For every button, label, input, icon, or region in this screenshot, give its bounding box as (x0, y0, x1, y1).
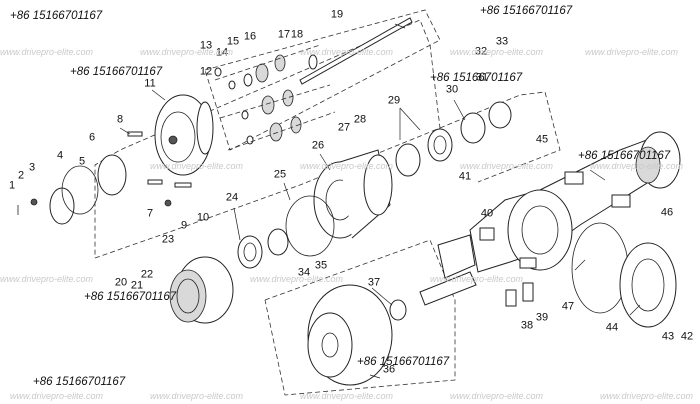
callout-22: 22 (140, 268, 154, 281)
watermark: www.drivepro-elite.com (150, 391, 244, 401)
callout-40: 40 (480, 207, 494, 220)
watermark: www.drivepro-elite.com (10, 391, 104, 401)
brake-drum (307, 284, 407, 386)
callout-7: 7 (146, 207, 154, 220)
callout-9: 9 (180, 219, 188, 232)
callout-1: 1 (8, 179, 16, 192)
callout-46: 46 (660, 206, 674, 219)
phone-overlay: +86 15166701167 (33, 376, 126, 388)
callout-16: 16 (243, 30, 257, 43)
watermark: www.drivepro-elite.com (450, 391, 544, 401)
callout-31: 31 (475, 71, 489, 84)
callout-14: 14 (215, 46, 229, 59)
callout-25: 25 (273, 168, 287, 181)
watermark: www.drivepro-elite.com (300, 391, 394, 401)
callout-23: 23 (161, 233, 175, 246)
callout-38: 38 (520, 319, 534, 332)
callout-34: 34 (297, 266, 311, 279)
callout-3: 3 (28, 161, 36, 174)
callout-4: 4 (56, 149, 64, 162)
watermark: www.drivepro-elite.com (460, 161, 554, 171)
callout-6: 6 (88, 131, 96, 144)
callout-13: 13 (199, 39, 213, 52)
watermark: www.drivepro-elite.com (0, 274, 94, 284)
phone-overlay: +86 15166701167 (480, 5, 573, 17)
callout-45: 45 (535, 133, 549, 146)
callout-12: 12 (199, 65, 213, 78)
callout-33: 33 (495, 35, 509, 48)
planetary-carrier-hub (154, 94, 214, 176)
callout-32: 32 (474, 45, 488, 58)
axle-housing (469, 134, 661, 273)
axle-shaft (299, 17, 413, 85)
phone-overlay: +86 15166701167 (578, 150, 671, 162)
leader-lines (119, 89, 641, 379)
callout-17: 17 (277, 28, 291, 41)
callout-41: 41 (458, 170, 472, 183)
watermark: www.drivepro-elite.com (250, 274, 344, 284)
right-hub-end (635, 131, 681, 189)
callout-5: 5 (78, 155, 86, 168)
watermark: www.drivepro-elite.com (600, 391, 694, 401)
callout-8: 8 (116, 113, 124, 126)
planet-gears (214, 44, 336, 151)
phone-overlay: +86 15166701167 (84, 291, 177, 303)
ring-gear (169, 256, 234, 324)
brake-drum-group-frame (264, 239, 456, 396)
callout-37: 37 (367, 276, 381, 289)
callout-21: 21 (130, 279, 144, 292)
watermark: www.drivepro-elite.com (430, 274, 524, 284)
callout-19: 19 (330, 8, 344, 21)
callout-43: 43 (661, 330, 675, 343)
small-hardware-left (17, 131, 192, 225)
callout-36: 36 (382, 363, 396, 376)
callout-10: 10 (196, 211, 210, 224)
watermark: www.drivepro-elite.com (590, 161, 684, 171)
wheel-hub (313, 149, 393, 239)
callout-28: 28 (353, 113, 367, 126)
callout-42: 42 (680, 330, 694, 343)
watermark: www.drivepro-elite.com (150, 161, 244, 171)
watermark: www.drivepro-elite.com (300, 161, 394, 171)
watermark: www.drivepro-elite.com (450, 47, 544, 57)
callout-29: 29 (387, 94, 401, 107)
phone-overlay: +86 15166701167 (70, 66, 163, 78)
callout-27: 27 (337, 121, 351, 134)
watermark: www.drivepro-elite.com (0, 47, 94, 57)
callout-15: 15 (226, 35, 240, 48)
phone-overlay: +86 15166701167 (10, 10, 103, 22)
callout-44: 44 (605, 321, 619, 334)
callout-47: 47 (561, 300, 575, 313)
watermark: www.drivepro-elite.com (300, 47, 394, 57)
callout-20: 20 (114, 276, 128, 289)
callout-26: 26 (311, 139, 325, 152)
callout-30: 30 (445, 83, 459, 96)
watermark: www.drivepro-elite.com (585, 47, 679, 57)
half-shaft-flange (419, 234, 534, 307)
differential-cover (571, 222, 677, 328)
callout-2: 2 (17, 169, 25, 182)
phone-overlay: +86 15166701167 (357, 356, 450, 368)
callout-11: 11 (144, 77, 156, 90)
callout-39: 39 (535, 311, 549, 324)
callout-18: 18 (290, 28, 304, 41)
phone-overlay: +86 15166701167 (430, 72, 523, 84)
callout-24: 24 (225, 191, 239, 204)
planetary-group-frame (204, 9, 441, 151)
bearings (237, 101, 512, 269)
watermark: www.drivepro-elite.com (140, 47, 234, 57)
callout-35: 35 (314, 259, 328, 272)
